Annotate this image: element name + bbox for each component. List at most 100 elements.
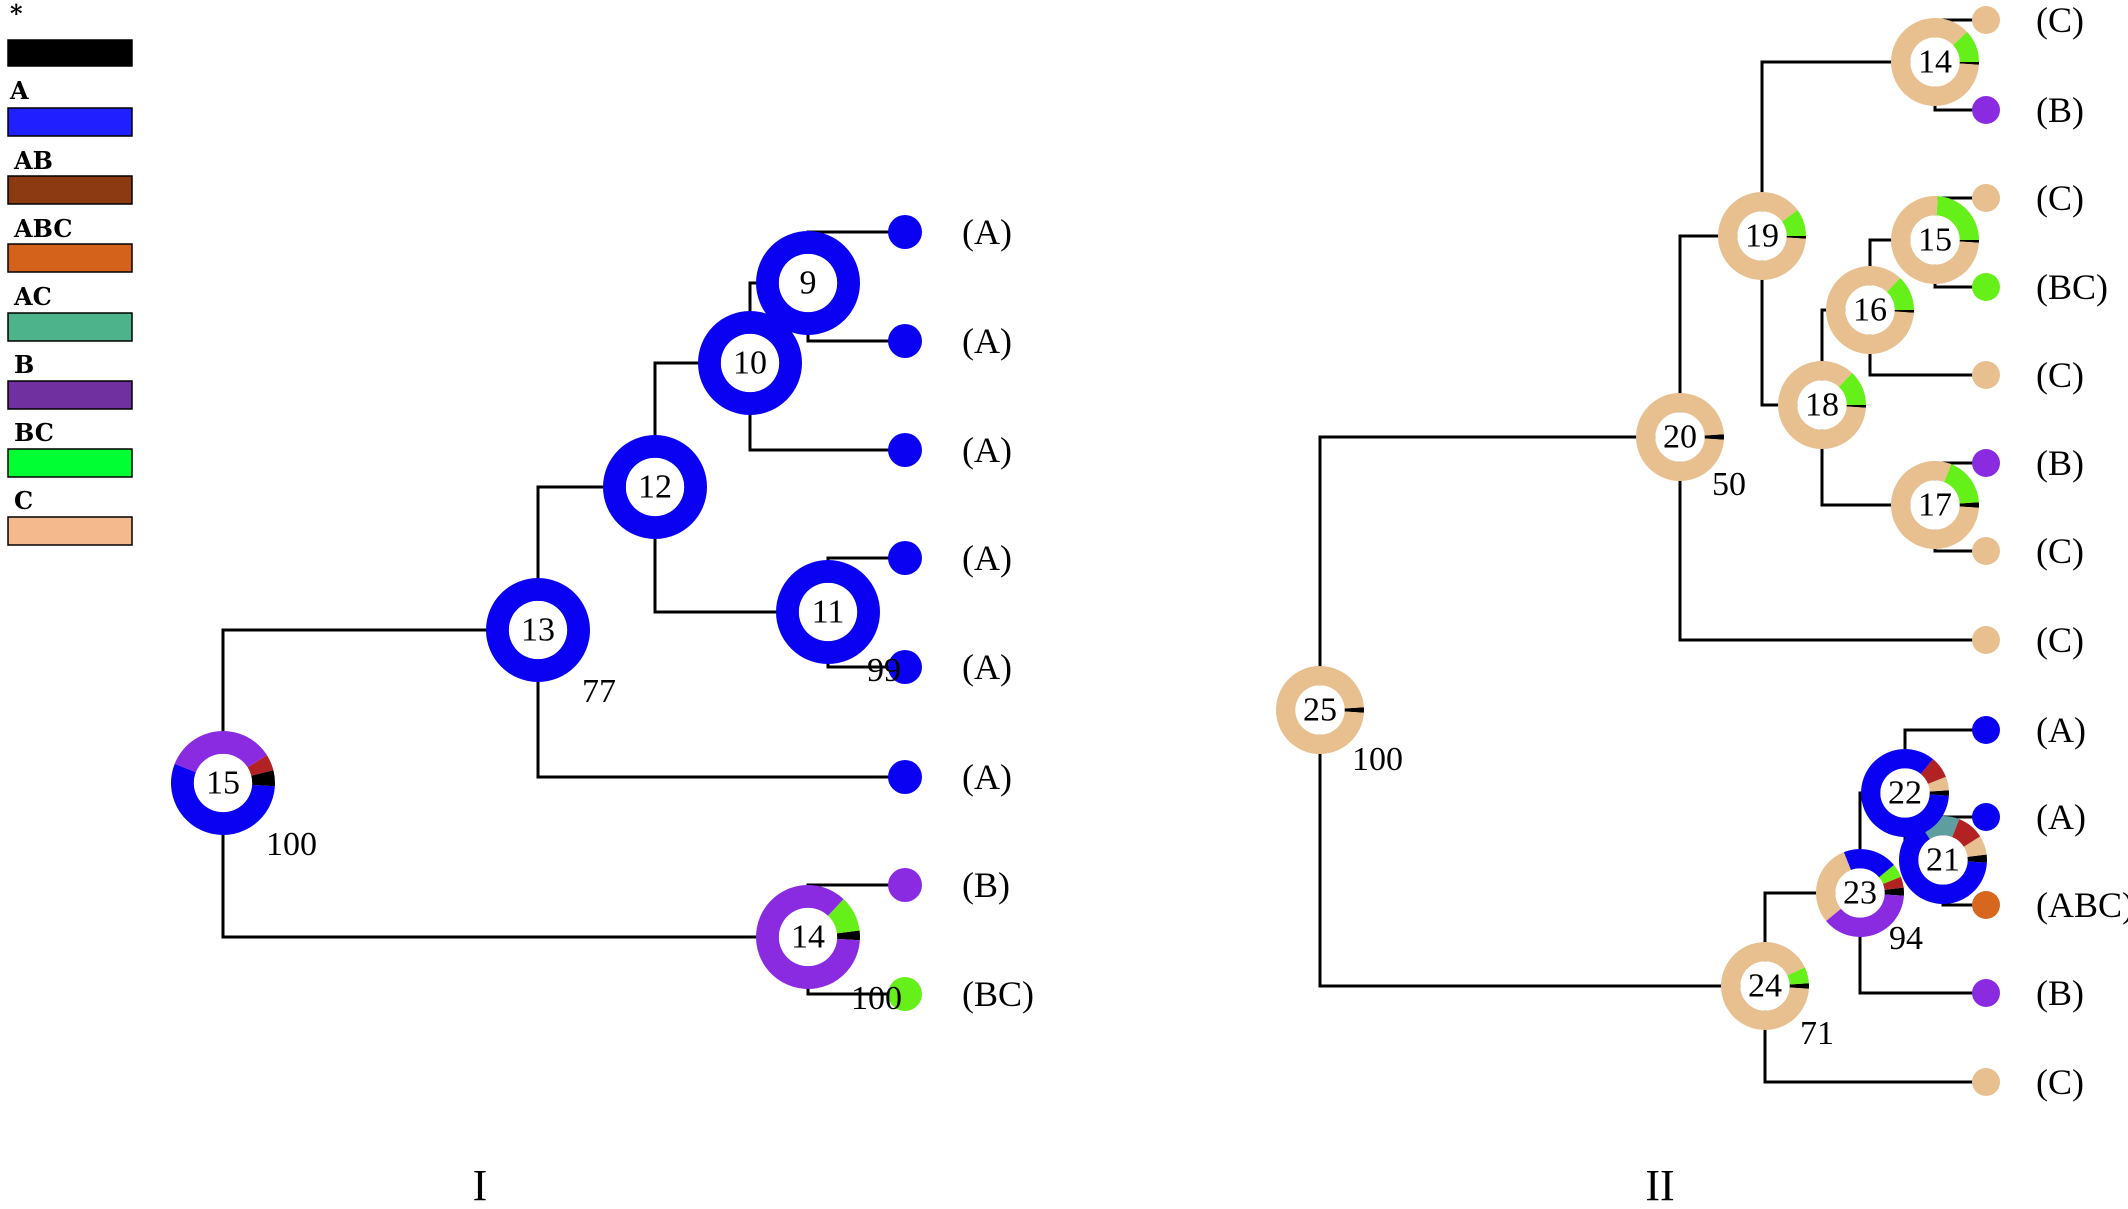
tip-label: (C) — [2036, 178, 2084, 218]
node-donut — [1636, 392, 1724, 481]
node-label: 12 — [638, 469, 672, 506]
donut-segment — [1718, 192, 1806, 281]
donut-segment — [1967, 854, 1987, 863]
legend-item: AC — [7, 282, 133, 342]
donut-segment — [1959, 240, 1979, 243]
donut-segment — [251, 770, 276, 787]
donut-segment — [756, 885, 860, 990]
node-label: 14 — [1918, 44, 1952, 81]
legend-swatch — [7, 312, 133, 342]
legend-item: B — [7, 350, 133, 410]
tip-marker — [1972, 626, 2000, 654]
legend-label: BC — [14, 418, 54, 447]
node-label: 25 — [1303, 692, 1337, 729]
tip-marker — [888, 650, 922, 684]
node-label: 13 — [521, 612, 555, 649]
donut-segment — [1344, 707, 1365, 713]
donut-segment — [1846, 405, 1866, 408]
donut-segment — [1959, 62, 1979, 65]
support-values: 99 77 100 100 — [266, 652, 902, 1017]
tree-panel-II: (C) (B) (C) (BC) (C) (B) (C) (C) (A) (A)… — [1276, 0, 2128, 1209]
support-value: 100 — [266, 826, 317, 863]
donut-segment — [1890, 461, 1979, 550]
tip-label: (ABC) — [2036, 885, 2128, 925]
tree-panel-I: (A) (A) (A) (A) (A) (A) (B) (BC) 9 10 11… — [171, 212, 1034, 1209]
node-donut — [1891, 196, 1979, 284]
tip-label: (C) — [2036, 355, 2084, 395]
legend-swatch — [7, 175, 133, 205]
node-donuts — [1276, 17, 1987, 1030]
node-label: 9 — [800, 265, 817, 302]
tip-marker — [888, 433, 922, 467]
legend-label: C — [14, 486, 33, 515]
donut-segment — [1826, 265, 1914, 354]
legend-label: ABC — [13, 214, 72, 243]
donut-segment — [1826, 894, 1904, 937]
node-donuts — [171, 231, 880, 990]
legend-item: ABC — [7, 214, 133, 273]
legend-swatch — [7, 448, 133, 478]
donut-segment — [1920, 759, 1946, 784]
donut-hole — [193, 753, 253, 813]
donut-hole — [778, 907, 838, 967]
legend-item: C — [7, 486, 133, 546]
panel-label: I — [473, 1161, 488, 1209]
legend-item: * — [7, 0, 133, 67]
tip-marker — [1972, 979, 2000, 1007]
donut-segment — [1789, 983, 1810, 989]
tip-marker — [1972, 803, 2000, 831]
node-label: 16 — [1853, 292, 1887, 329]
tip-label: (B) — [2036, 443, 2084, 483]
node-label: 22 — [1888, 775, 1922, 812]
donut-hole — [1740, 961, 1790, 1011]
tip-marker — [1972, 537, 2000, 565]
tip-marker — [1972, 361, 2000, 389]
node-label: 21 — [1926, 842, 1960, 879]
panel-label: II — [1645, 1161, 1674, 1209]
donut-segment — [1704, 434, 1724, 440]
tip-marker — [888, 541, 922, 575]
tip-marker — [1972, 273, 2000, 301]
donut-segment — [1861, 748, 1949, 837]
donut-segment — [486, 578, 590, 683]
tip-marker — [888, 215, 922, 249]
donut-segment — [1891, 196, 1979, 284]
tip-markers — [1972, 6, 2000, 1096]
tip-marker — [1972, 6, 2000, 34]
donut-hole — [1910, 37, 1960, 87]
donut-segment — [174, 731, 267, 773]
support-value: 77 — [582, 673, 616, 710]
node-donut — [486, 578, 590, 683]
donut-segment — [1838, 372, 1866, 405]
donut-segment — [1894, 310, 1914, 313]
support-value: 99 — [867, 652, 901, 689]
tip-label: (B) — [962, 865, 1010, 905]
legend-label: * — [10, 0, 23, 28]
node-donut — [756, 885, 861, 990]
tip-label: (B) — [2036, 90, 2084, 130]
tip-marker — [888, 324, 922, 358]
donut-segment — [1927, 776, 1949, 792]
donut-segment — [603, 435, 707, 540]
tip-label: (A) — [962, 321, 1012, 361]
donut-segment — [1936, 196, 1979, 240]
donut-segment — [1884, 887, 1904, 896]
donut-hole — [1295, 685, 1345, 735]
donut-segment — [1276, 666, 1364, 754]
tip-label: (C) — [2036, 620, 2084, 660]
tip-marker — [1972, 891, 2000, 919]
node-label: 20 — [1663, 419, 1697, 456]
donut-segment — [1886, 277, 1914, 310]
tip-marker — [888, 868, 922, 902]
donut-hole — [778, 253, 838, 313]
donut-hole — [720, 333, 780, 393]
node-donut — [776, 560, 880, 664]
donut-segment — [1843, 849, 1894, 878]
donut-segment — [1787, 967, 1809, 985]
donut-hole — [1845, 285, 1895, 335]
donut-hole — [1910, 480, 1960, 530]
tip-labels: (C) (B) (C) (BC) (C) (B) (C) (C) (A) (A)… — [2036, 0, 2128, 1102]
donut-segment — [1929, 790, 1950, 796]
legend-swatch — [7, 39, 133, 67]
